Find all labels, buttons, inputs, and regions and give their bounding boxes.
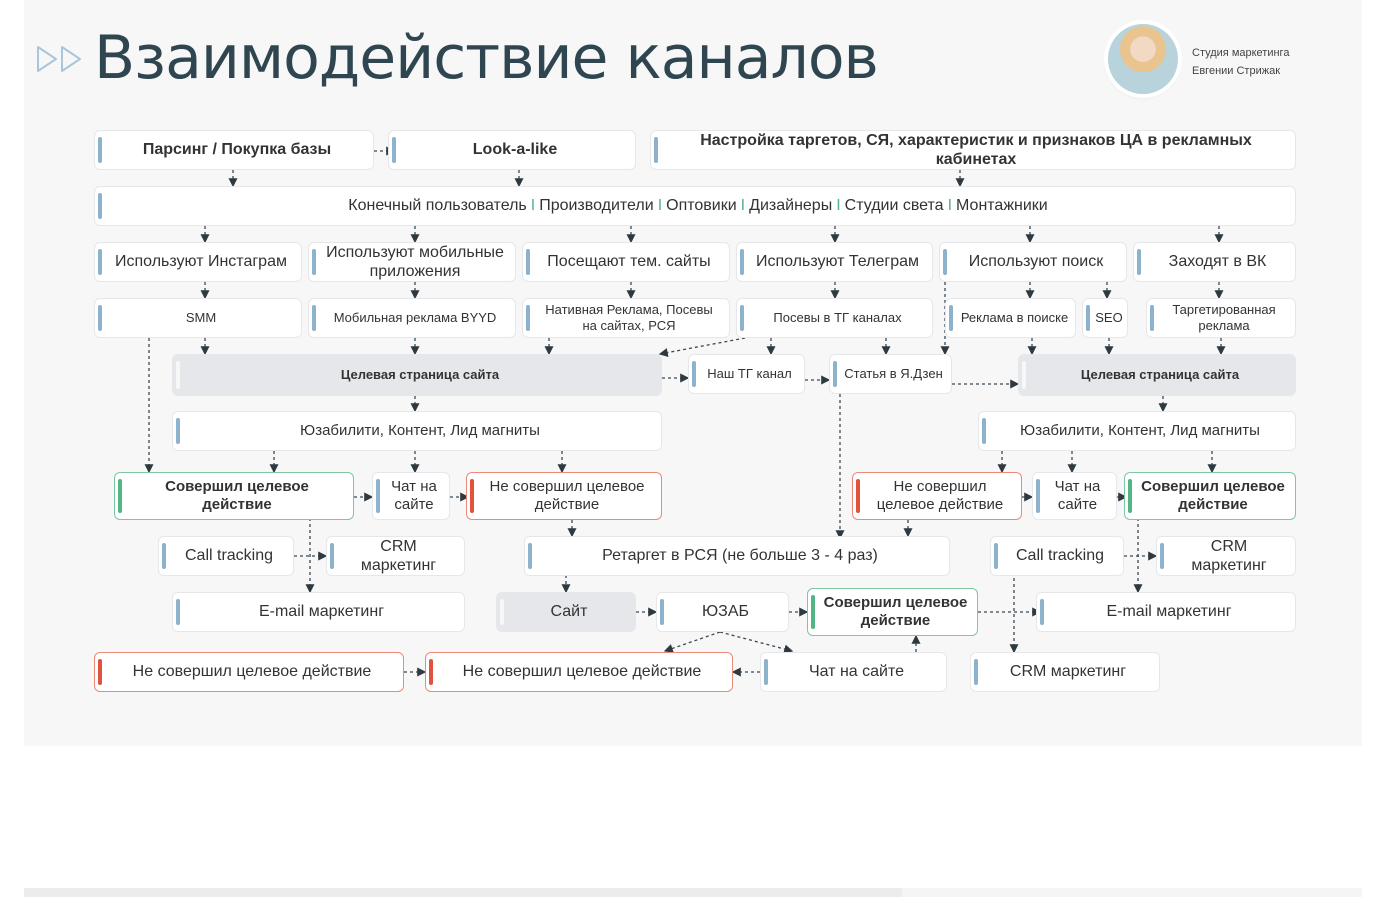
retarget-done-node: Совершил целевое действие xyxy=(807,588,978,636)
smm-node: SMM xyxy=(94,298,302,338)
audience-node: Конечный пользователь I Производители I … xyxy=(94,186,1296,226)
right-chat-node: Чат на сайте xyxy=(1032,472,1117,520)
right-email-node: E-mail маркетинг xyxy=(1036,592,1296,632)
lookalike-node: Look-a-like xyxy=(388,130,636,170)
right-done-node: Совершил целевое действие xyxy=(1124,472,1296,520)
targeting-node: Настройка таргетов, СЯ, характеристик и … xyxy=(650,130,1296,170)
left-call-tracking-node: Call tracking xyxy=(158,536,294,576)
uses-telegram-node: Используют Телеграм xyxy=(736,242,933,282)
right-not-done-node: Не совершил целевое действие xyxy=(852,472,1022,520)
audience-separator: I xyxy=(947,197,953,215)
usability-left-node: Юзабилити, Контент, Лид магниты xyxy=(172,411,662,451)
audience-separator: I xyxy=(740,197,746,215)
mobile-ads-node: Мобильная реклама BYYD xyxy=(308,298,516,338)
tg-channel-node: Наш ТГ канал xyxy=(688,354,805,394)
uses-instagram-node: Используют Инстаграм xyxy=(94,242,302,282)
uses-search-node: Используют поиск xyxy=(939,242,1127,282)
left-chat-node: Чат на сайте xyxy=(372,472,450,520)
retarget-site-node: Сайт xyxy=(496,592,636,632)
dzen-node: Статья в Я.Дзен xyxy=(829,354,952,394)
audience-segment: Конечный пользователь xyxy=(348,197,527,215)
tg-posts-node: Посевы в ТГ каналах xyxy=(736,298,933,338)
studio-line-1: Студия маркетинга xyxy=(1192,47,1290,59)
retarget-chat-node: Чат на сайте xyxy=(760,652,947,692)
uses-vk-node: Заходят в ВК xyxy=(1133,242,1296,282)
bottom-not-done-1-node: Не совершил целевое действие xyxy=(94,652,404,692)
studio-caption: Студия маркетинга Евгении Стрижак xyxy=(1192,44,1289,80)
audience-segment: Производители xyxy=(539,197,654,215)
search-ads-node: Реклама в поиске xyxy=(945,298,1076,338)
left-done-node: Совершил целевое действие xyxy=(114,472,354,520)
landing-left-node: Целевая страница сайта xyxy=(172,354,662,396)
parsing-node: Парсинг / Покупка базы xyxy=(94,130,374,170)
usability-right-node: Юзабилити, Контент, Лид магниты xyxy=(978,411,1296,451)
audience-separator: I xyxy=(836,197,841,215)
next-slide-strip xyxy=(24,888,902,897)
audience-segment: Студии света xyxy=(844,197,944,215)
uses-mobile-node: Используют мобильные приложения xyxy=(308,242,516,282)
left-crm-node: CRM маркетинг xyxy=(326,536,465,576)
author-avatar xyxy=(1108,24,1178,94)
next-slide-strip-right xyxy=(902,888,1362,897)
uses-sites-node: Посещают тем. сайты xyxy=(522,242,730,282)
right-crm-node: CRM маркетинг xyxy=(1156,536,1296,576)
page-title: Взаимодействие каналов xyxy=(94,23,879,93)
audience-segment: Оптовики xyxy=(666,197,737,215)
left-email-node: E-mail маркетинг xyxy=(172,592,465,632)
retarget-ux-node: ЮЗАБ xyxy=(656,592,789,632)
target-ads-node: Таргетированная реклама xyxy=(1146,298,1296,338)
audience-separator: I xyxy=(657,197,663,215)
right-crm2-node: CRM маркетинг xyxy=(970,652,1160,692)
seo-node: SEO xyxy=(1082,298,1128,338)
bottom-not-done-2-node: Не совершил целевое действие xyxy=(425,652,733,692)
double-chevron-icon xyxy=(37,46,81,72)
landing-right-node: Целевая страница сайта xyxy=(1018,354,1296,396)
audience-segment: Дизайнеры xyxy=(749,197,833,215)
audience-segment: Монтажники xyxy=(956,197,1048,215)
left-not-done-node: Не совершил целевое действие xyxy=(466,472,662,520)
native-ads-node: Нативная Реклама, Посевы на сайтах, РСЯ xyxy=(522,298,730,338)
audience-separator: I xyxy=(530,197,536,215)
retarget-node: Ретаргет в РСЯ (не больше 3 - 4 раз) xyxy=(524,536,950,576)
right-call-tracking-node: Call tracking xyxy=(990,536,1124,576)
studio-line-2: Евгении Стрижак xyxy=(1192,65,1281,77)
